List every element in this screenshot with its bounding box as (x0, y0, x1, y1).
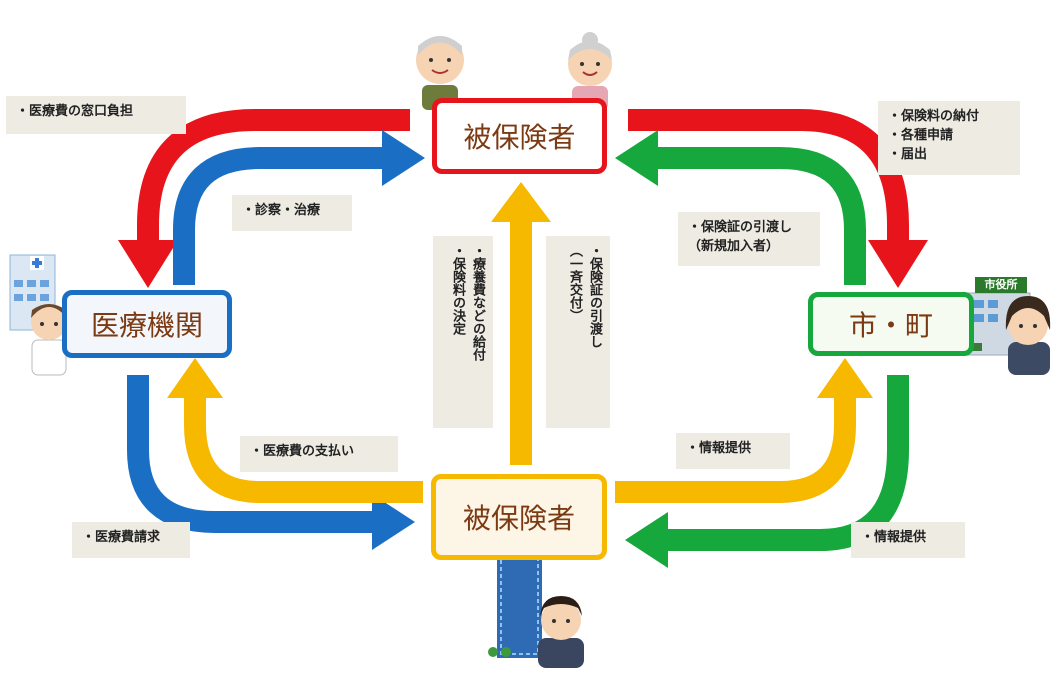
arrow-blue-to-insured (173, 130, 425, 285)
medical-institution-label: 医療機関 (90, 309, 203, 342)
note-card-handover: ・保険証の引渡し （新規加入者） (678, 212, 820, 266)
insured-bottom-box: 被保険者 (431, 474, 607, 560)
arrow-yellow-up (491, 182, 551, 465)
clerk-icon (1005, 296, 1051, 375)
insured-bottom-label: 被保険者 (462, 502, 575, 535)
note-premium: ・保険料の納付 ・各種申請 ・届出 (878, 101, 1020, 175)
note-claim: ・医療費請求 (72, 522, 190, 558)
note-exam: ・診察・治療 (232, 195, 352, 231)
arrow-yellow-to-city (615, 358, 873, 503)
arrow-blue-to-employer (127, 375, 415, 550)
office-building-icon (488, 548, 542, 658)
arrow-red-to-clinic (118, 109, 410, 288)
note-card-bulk: ・保険証の引渡し （一斉交付） (546, 236, 610, 428)
medical-institution-box: 医療機関 (62, 290, 232, 358)
insured-top-box: 被保険者 (432, 98, 607, 174)
arrow-yellow-to-clinic (167, 358, 423, 503)
note-window-payment: ・医療費の窓口負担 (6, 96, 186, 134)
insured-top-label: 被保険者 (463, 121, 576, 154)
doctor-icon (31, 304, 67, 376)
city-town-label: 市・町 (848, 309, 933, 342)
city-town-box: 市・町 (808, 292, 974, 356)
arrow-green-to-insured (615, 130, 866, 285)
note-info-left: ・情報提供 (676, 433, 790, 469)
note-info-right: ・情報提供 (851, 522, 965, 558)
arrow-green-to-employer (625, 375, 909, 568)
note-benefit: ・療養費などの給付 ・保険料の決定 (433, 236, 493, 428)
businessman-icon (538, 596, 584, 668)
arrow-red-to-city (628, 109, 928, 288)
city-hall-sign: 市役所 (975, 277, 1027, 293)
note-medical-payment: ・医療費の支払い (240, 436, 398, 472)
